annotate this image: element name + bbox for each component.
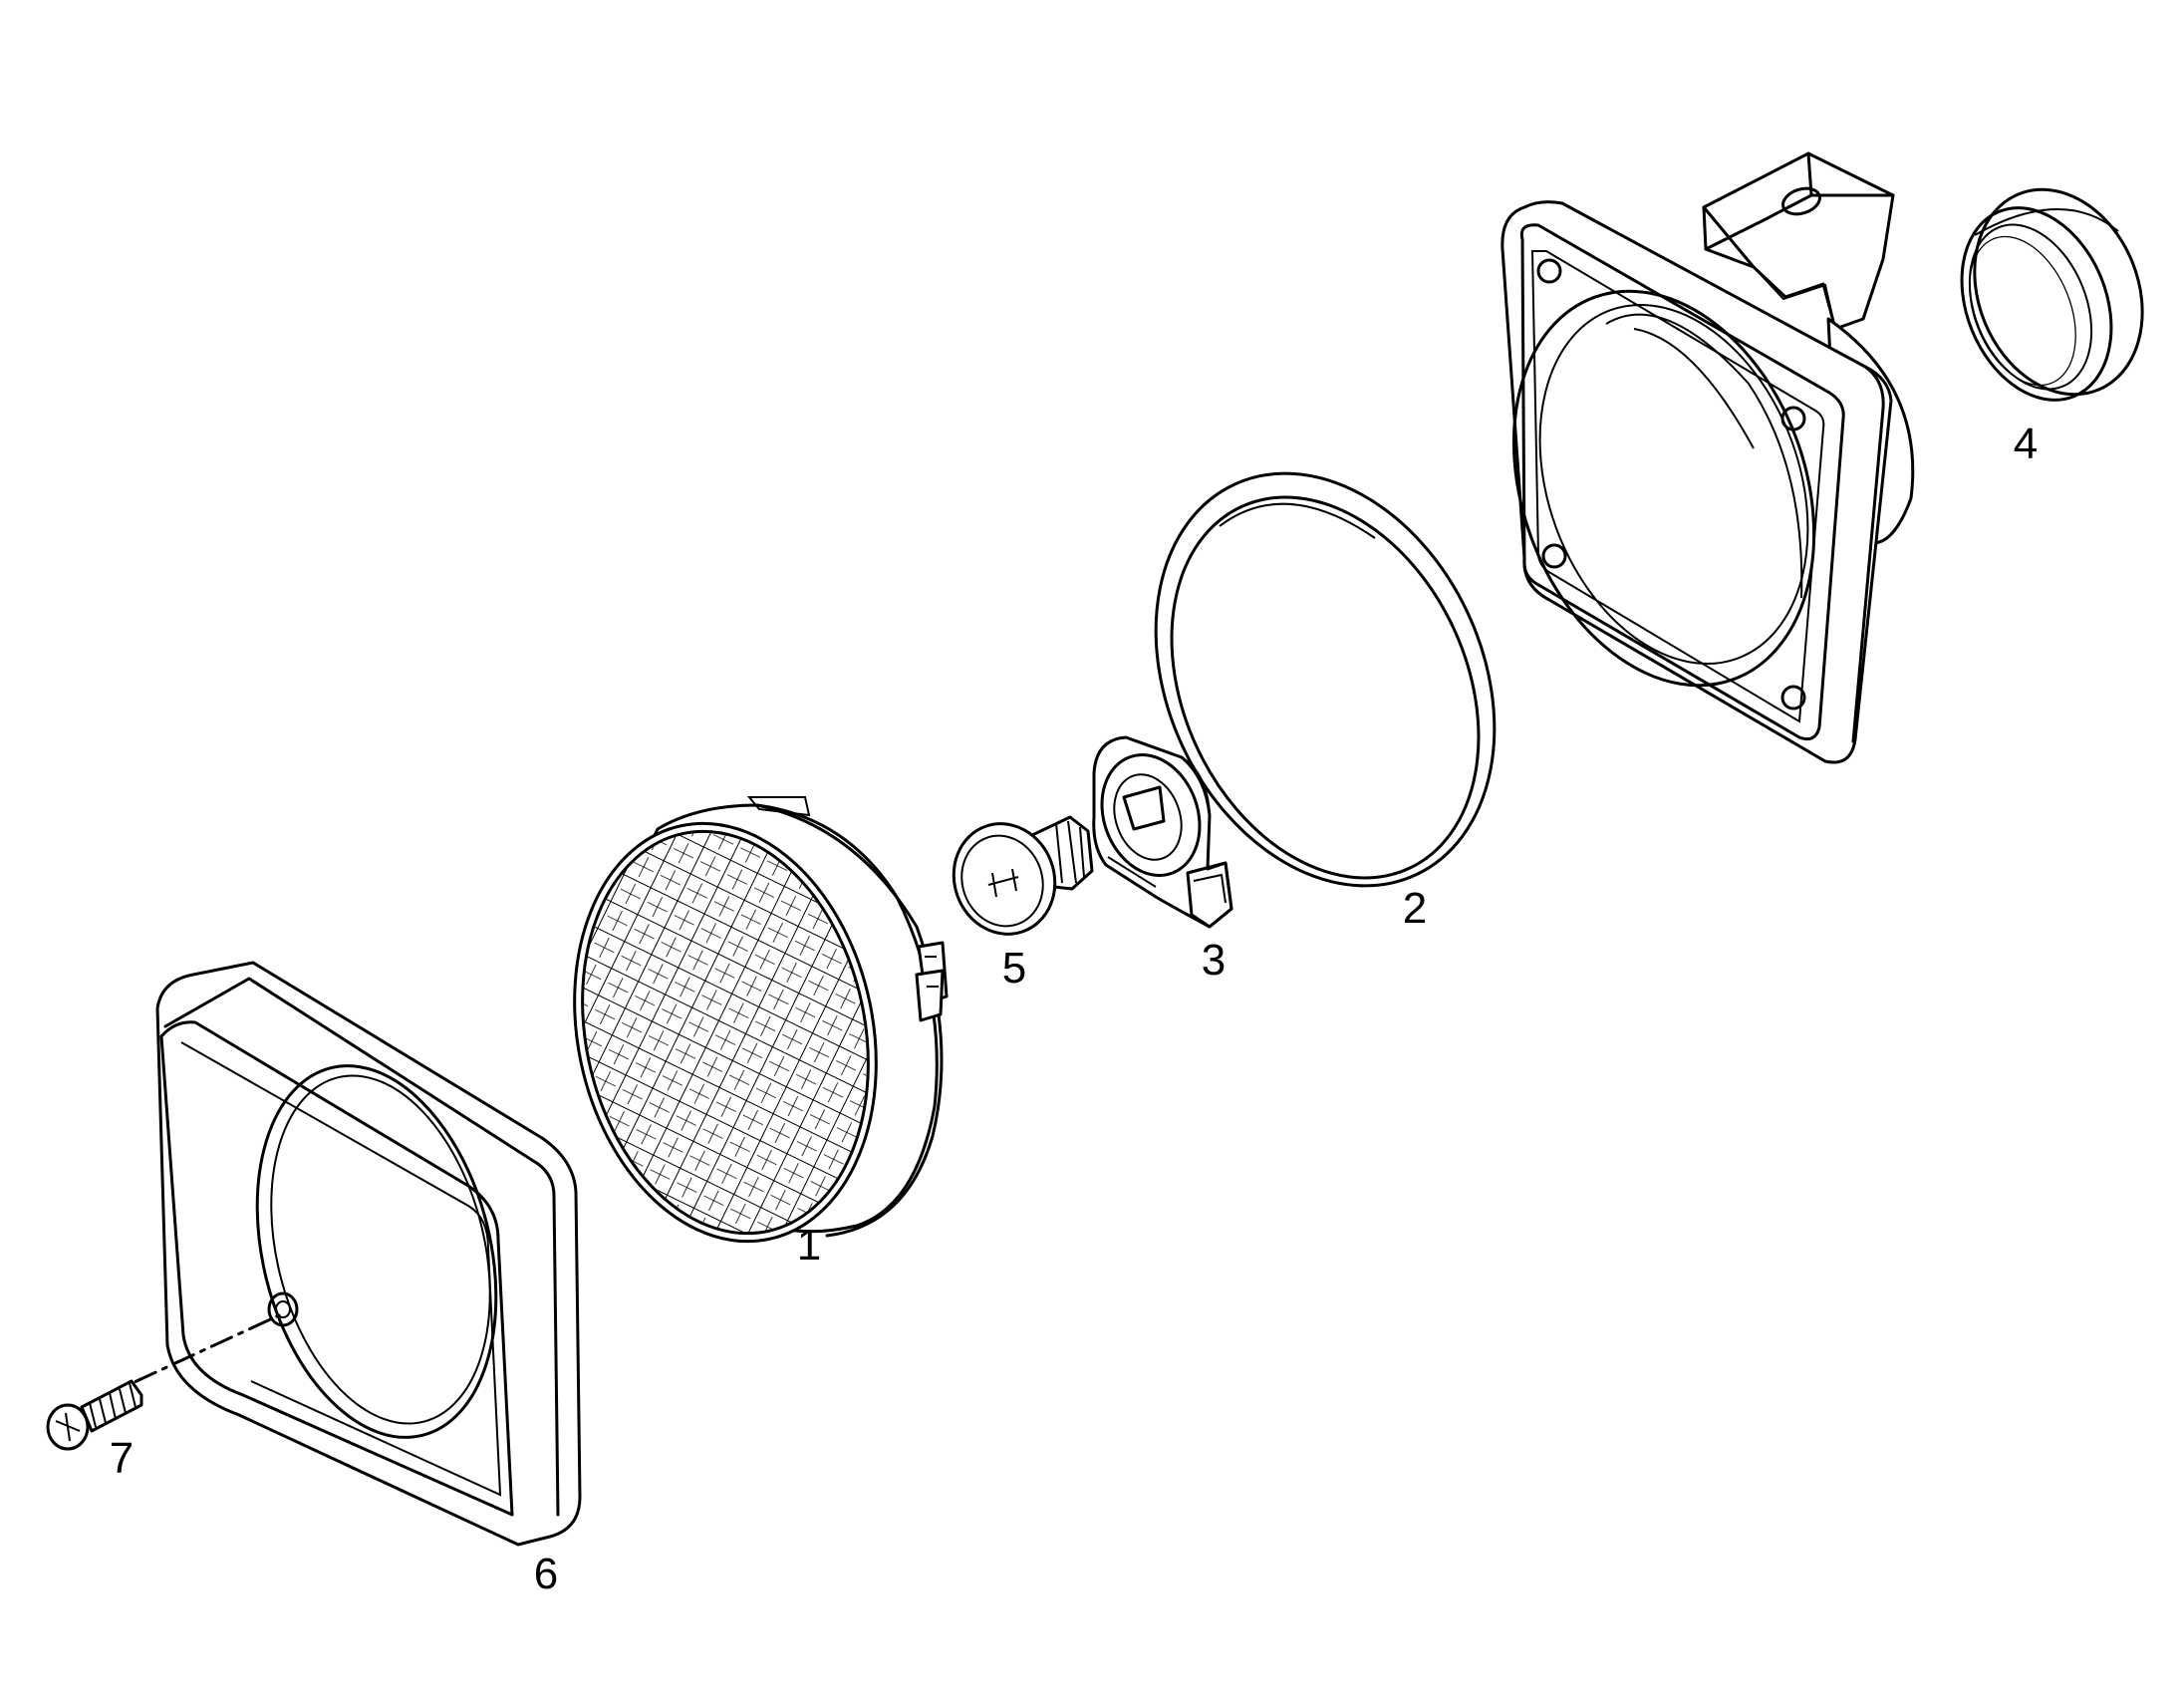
callout-6: 6 [534,1550,558,1598]
part-6-bezel-frame [155,961,582,1547]
callout-3: 3 [1202,936,1226,985]
part-2-sealing-ring [1154,471,1497,888]
part-4-retaining-ring [1960,187,2144,402]
callout-labels: 1 2 3 4 5 6 7 [110,420,2038,1598]
callout-4: 4 [2014,420,2038,468]
part-7-screw [46,1313,281,1451]
lamp-housing [1501,151,1915,764]
callout-7: 7 [110,1434,134,1483]
part-3-bulb-holder [1092,735,1233,929]
callout-5: 5 [1002,944,1026,993]
part-5-bulb [952,815,1094,936]
part-1-light-insert [573,796,949,1244]
callout-2: 2 [1403,884,1427,933]
callout-1: 1 [797,1221,821,1270]
